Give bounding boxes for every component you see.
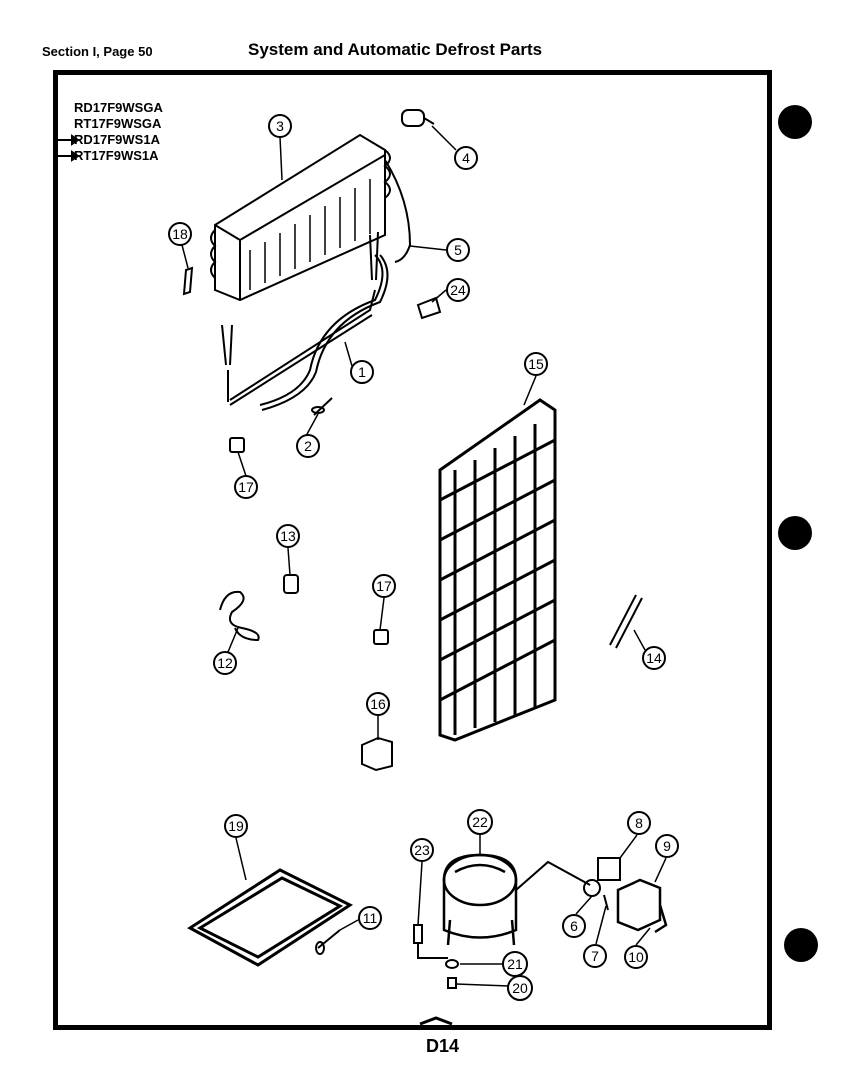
callout-4: 4 — [462, 150, 470, 166]
binder-hole-middle — [778, 516, 812, 550]
part-16-drawing — [361, 736, 393, 772]
page-title: System and Automatic Defrost Parts — [248, 40, 543, 59]
drain-pan-drawing — [187, 868, 354, 967]
callout-circle — [562, 914, 586, 938]
callout-12: 12 — [217, 655, 233, 671]
callout-circle — [350, 360, 374, 384]
part-17-upper-drawing — [229, 437, 245, 453]
model-number: RD17F9WS1A — [74, 132, 160, 147]
part-18-drawing — [182, 266, 194, 296]
callout-8: 8 — [635, 815, 643, 831]
callout-10: 10 — [628, 949, 644, 965]
part-13-drawing — [283, 574, 299, 594]
callout-circle — [276, 524, 300, 548]
callout-2: 2 — [304, 438, 312, 454]
callout-3: 3 — [276, 118, 284, 134]
callout-7: 7 — [591, 948, 599, 964]
part-14-drawing — [609, 594, 643, 649]
part-12-drawing — [219, 590, 260, 642]
part-2-drawing — [311, 397, 333, 416]
callout-circle — [524, 352, 548, 376]
callout-14: 14 — [646, 650, 662, 666]
callout-13: 13 — [280, 528, 296, 544]
evaporator-drawing — [210, 133, 391, 302]
page-number: D14 — [426, 1036, 460, 1056]
callout-circle — [366, 692, 390, 716]
callout-circle — [358, 906, 382, 930]
callout-5: 5 — [454, 242, 462, 258]
callout-circle — [655, 834, 679, 858]
callout-15: 15 — [528, 356, 544, 372]
callout-circle — [296, 434, 320, 458]
callout-circle — [268, 114, 292, 138]
callout-circle — [446, 238, 470, 262]
callout-6: 6 — [570, 918, 578, 934]
callout-20: 20 — [512, 980, 528, 996]
frame-tab — [419, 1016, 453, 1026]
callout-17: 17 — [376, 578, 392, 594]
callout-circle — [627, 811, 651, 835]
callout-17: 17 — [238, 479, 254, 495]
part-24-drawing — [416, 296, 442, 320]
callout-19: 19 — [228, 818, 244, 834]
callout-23: 23 — [414, 842, 430, 858]
section-page-label: Section I, Page 50 — [42, 44, 153, 59]
callout-circle — [224, 814, 248, 838]
model-arrows — [58, 134, 80, 162]
part-11-drawing — [315, 929, 341, 955]
callout-11: 11 — [363, 910, 378, 926]
callout-circle — [454, 146, 478, 170]
binder-hole-top — [778, 105, 812, 139]
callout-circle — [372, 574, 396, 598]
diagram-frame — [53, 70, 772, 1030]
part-17-lower-drawing — [373, 629, 389, 645]
binder-hole-bottom — [784, 928, 818, 962]
model-number: RD17F9WSGA — [74, 100, 163, 115]
callout-1: 1 — [358, 364, 366, 380]
callout-21: 21 — [507, 956, 523, 972]
callout-circle — [213, 651, 237, 675]
model-number: RT17F9WS1A — [74, 148, 159, 163]
capacitor-drawing — [616, 878, 668, 934]
callout-circle — [642, 646, 666, 670]
callout-16: 16 — [370, 696, 386, 712]
callout-circle — [446, 278, 470, 302]
relay-assembly-drawing — [515, 857, 621, 911]
callout-circle — [234, 475, 258, 499]
callout-9: 9 — [663, 838, 671, 854]
callout-circle — [168, 222, 192, 246]
condenser-coil-drawing — [438, 398, 557, 742]
callout-circle — [410, 838, 434, 862]
compressor-drawing — [442, 853, 518, 946]
callout-22: 22 — [472, 814, 488, 830]
callout-circle — [507, 975, 533, 1001]
callout-circle — [583, 944, 607, 968]
callout-circle — [624, 945, 648, 969]
defrost-heater-drawing — [221, 159, 412, 411]
callout-circles — [168, 114, 679, 1001]
callout-24: 24 — [450, 282, 466, 298]
callout-circle — [467, 809, 493, 835]
part-21-20-drawing — [445, 959, 459, 989]
callout-18: 18 — [172, 226, 188, 242]
part-4-drawing — [401, 109, 435, 127]
leader-lines — [181, 125, 667, 987]
model-number: RT17F9WSGA — [74, 116, 162, 131]
